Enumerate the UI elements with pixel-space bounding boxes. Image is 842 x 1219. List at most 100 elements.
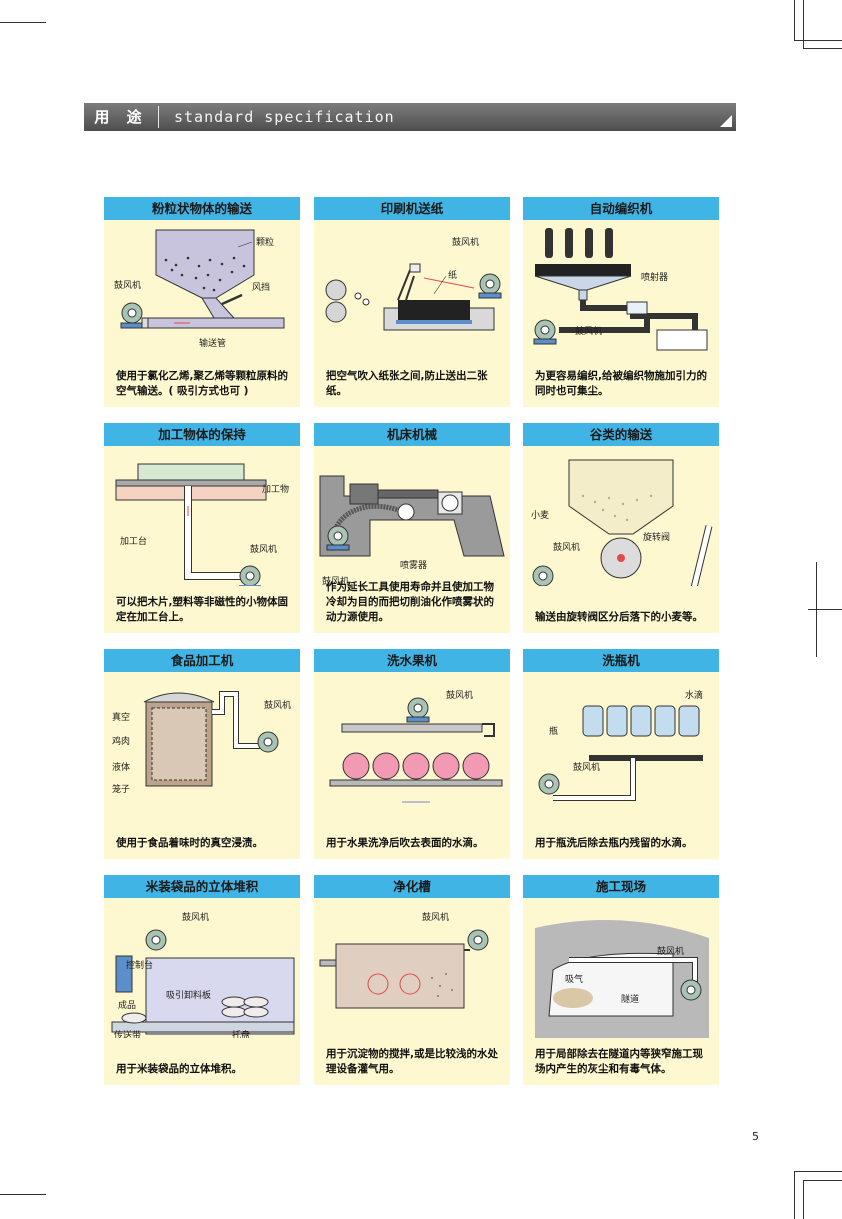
card-purification-tank: 净化槽 鼓风机 用于沉淀物的搅拌,或是比较浅的水处理设备灌气用。 [314, 875, 510, 1085]
label-blower: 鼓风机 [114, 279, 141, 291]
label-control-panel: 控制台 [126, 959, 153, 971]
label-blower: 鼓风机 [573, 761, 600, 773]
purification-tank-diagram: 鼓风机 [319, 911, 489, 1009]
crop-mark [0, 1194, 46, 1195]
card-bottle-washer: 洗瓶机 水滴 瓶 鼓风机 用于瓶洗后除去瓶内残留的水滴。 [523, 649, 719, 859]
card-caption: 用于局部除去在隧道内等狭窄施工现场内产生的灰尘和有毒气体。 [535, 1048, 703, 1075]
card-auto-knitting: 自动编织机 喷射器 鼓风机 为更容易编织,给被编织物施加引力的同时也可集尘。 [523, 197, 719, 407]
card-caption: 把空气吹入纸张之间,防止送出二张纸。 [326, 370, 488, 397]
card-caption: 使用于氯化乙烯,聚乙烯等颗粒原料的空气输送。( 吸引方式也可 ) [116, 370, 288, 397]
label-water-drop: 水滴 [685, 689, 703, 701]
label-liquid: 液体 [112, 761, 130, 773]
card-caption: 作为延长工具使用寿命并且使加工物冷却为目的而把切削油化作喷雾状的动力源使用。 [326, 581, 494, 623]
workpiece-holding-diagram: 加工物 加工台 鼓风机 [115, 463, 289, 586]
grain-transport-diagram: 小麦 旋转阀 鼓风机 [531, 459, 713, 586]
card-caption: 用于米装袋品的立体堆积。 [116, 1063, 242, 1075]
crop-mark [794, 1171, 842, 1172]
food-processor-diagram: 真空 鸡肉 液体 笼子 鼓风机 [112, 691, 291, 795]
banner-divider [158, 106, 159, 128]
card-title: 谷类的输送 [523, 423, 719, 446]
bottle-washer-diagram: 水滴 瓶 鼓风机 [538, 689, 703, 801]
label-blower: 鼓风机 [446, 689, 473, 701]
card-title: 洗水果机 [314, 649, 510, 672]
card-grain-transport: 谷类的输送 小麦 旋转阀 鼓风机 输送由旋转阀区分后落下的小麦等。 [523, 423, 719, 633]
rice-bag-stacking-diagram: 鼓风机 控制台 吸引卸料板 成品 传送带 托盘 [111, 911, 295, 1038]
section-banner: 用 途 standard specification [84, 103, 736, 131]
crop-mark [794, 40, 842, 41]
card-caption: 可以把木片,塑料等非磁性的小物体固定在加工台上。 [116, 596, 288, 623]
label-paper: 纸 [448, 269, 457, 281]
banner-subtitle: standard specification [174, 108, 395, 126]
label-blower: 鼓风机 [422, 911, 449, 923]
auto-knitting-diagram: 喷射器 鼓风机 [533, 228, 708, 351]
card-title: 洗瓶机 [523, 649, 719, 672]
crop-mark [0, 22, 46, 23]
card-caption: 为更容易编织,给被编织物施加引力的同时也可集尘。 [535, 370, 707, 397]
fruit-washer-diagram: 鼓风机 [329, 689, 503, 803]
card-machine-tool: 机床机械 鼓风机 喷雾器 作为延长工具使用寿命并且使加工物冷却为目的而把切削油化… [314, 423, 510, 633]
machine-tool-diagram: 鼓风机 喷雾器 [319, 475, 505, 586]
label-blower: 鼓风机 [553, 541, 580, 553]
card-title: 粉粒状物体的输送 [104, 197, 300, 220]
card-title: 加工物体的保持 [104, 423, 300, 446]
label-chicken: 鸡肉 [112, 735, 130, 747]
label-ejector: 喷射器 [641, 271, 668, 283]
crop-mark [803, 0, 804, 48]
label-product: 成品 [118, 999, 136, 1011]
card-powder-transport: 粉粒状物体的输送 颗粒 鼓风机 风挡 输送管 使用于氯化乙烯,聚乙烯等颗粒原料的… [104, 197, 300, 407]
label-bottle: 瓶 [549, 725, 558, 737]
card-title: 机床机械 [314, 423, 510, 446]
label-cage: 笼子 [112, 783, 130, 795]
card-caption: 用于瓶洗后除去瓶内残留的水滴。 [535, 837, 693, 849]
label-blower: 鼓风机 [452, 236, 479, 248]
card-caption: 输送由旋转阀区分后落下的小麦等。 [535, 611, 703, 623]
label-blower: 鼓风机 [322, 575, 349, 586]
label-work-table: 加工台 [120, 535, 147, 547]
label-conveying-pipe: 输送管 [199, 337, 226, 349]
corner-triangle-icon [720, 115, 732, 127]
crop-mark [803, 1180, 804, 1219]
label-pallet: 托盘 [232, 1029, 250, 1038]
label-blower: 鼓风机 [250, 543, 277, 555]
card-title: 自动编织机 [523, 197, 719, 220]
crop-mark [794, 0, 795, 40]
label-blower: 鼓风机 [575, 325, 602, 337]
label-blower: 鼓风机 [657, 945, 684, 957]
card-title: 米装袋品的立体堆积 [104, 875, 300, 898]
card-caption: 用于沉淀物的搅拌,或是比较浅的水处理设备灌气用。 [326, 1048, 498, 1075]
crop-mark [808, 609, 842, 610]
label-blower: 鼓风机 [182, 911, 209, 923]
banner-title: 用 途 [94, 108, 148, 126]
card-printing-feed: 印刷机送纸 鼓风机 纸 把空气吹入纸张之间,防止送出二张纸。 [314, 197, 510, 407]
label-wheat: 小麦 [531, 509, 549, 521]
card-rice-bag-stacking: 米装袋品的立体堆积 鼓风机 控制台 吸引卸料板 成品 传送带 托盘 用于米装袋品… [104, 875, 300, 1085]
label-suction: 吸气 [565, 973, 583, 985]
card-title: 印刷机送纸 [314, 197, 510, 220]
crop-mark [803, 1180, 842, 1181]
card-workpiece-holding: 加工物体的保持 加工物 加工台 鼓风机 可以把木片,塑料等非磁性的小物体固定在加… [104, 423, 300, 633]
label-damper: 风挡 [252, 281, 270, 293]
printing-feed-diagram: 鼓风机 纸 [325, 236, 502, 331]
label-workpiece: 加工物 [262, 483, 289, 495]
card-food-processor: 食品加工机 真空 鸡肉 液体 笼子 鼓风机 使用于食品着味时的真空浸渍。 [104, 649, 300, 859]
label-granules: 颗粒 [256, 236, 274, 248]
card-title: 净化槽 [314, 875, 510, 898]
label-suction-unloader: 吸引卸料板 [166, 989, 211, 1001]
label-blower: 鼓风机 [264, 699, 291, 711]
card-caption: 用于水果洗净后吹去表面的水滴。 [326, 837, 484, 849]
label-rotary-valve: 旋转阀 [643, 531, 670, 543]
card-title: 食品加工机 [104, 649, 300, 672]
powder-transport-diagram: 颗粒 鼓风机 风挡 输送管 [114, 229, 285, 349]
label-sprayer: 喷雾器 [400, 560, 427, 571]
card-fruit-washer: 洗水果机 鼓风机 用于水果洗净后吹去表面的水滴。 [314, 649, 510, 859]
card-construction-site: 施工现场 鼓风机 吸气 隧道 用于局部除去在隧道内等狭窄施工现场内产生的灰尘和有… [523, 875, 719, 1085]
crop-mark [794, 1171, 795, 1219]
label-vacuum: 真空 [112, 711, 130, 723]
construction-site-diagram: 鼓风机 吸气 隧道 [535, 920, 709, 1038]
label-conveyor: 传送带 [114, 1029, 141, 1038]
card-caption: 使用于食品着味时的真空浸渍。 [116, 837, 263, 849]
crop-mark [803, 48, 842, 49]
page-number: 5 [752, 1130, 759, 1143]
card-title: 施工现场 [523, 875, 719, 898]
label-tunnel: 隧道 [621, 993, 639, 1005]
